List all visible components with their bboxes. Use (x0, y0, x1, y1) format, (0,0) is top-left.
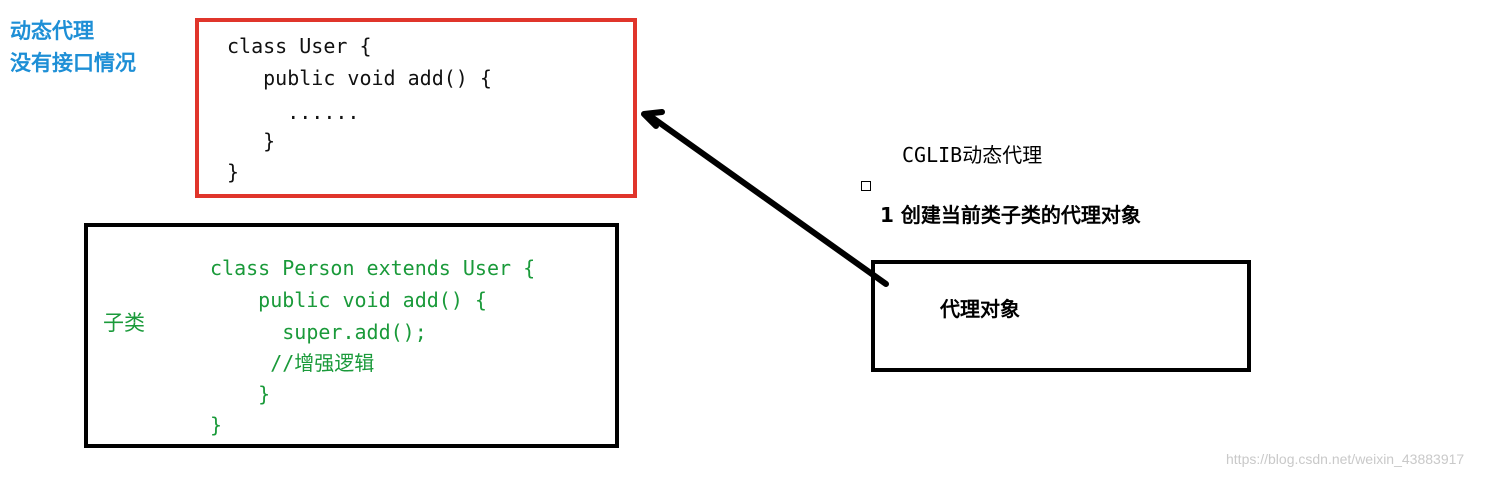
user-class-line-4: } (227, 129, 276, 153)
subclass-label: 子类 (103, 311, 145, 335)
proxy-object-box (871, 260, 1251, 372)
small-square-marker (861, 181, 871, 191)
cglib-title: CGLIB动态代理 (902, 143, 1043, 167)
user-class-line-3: ...... (227, 100, 360, 124)
heading-line-1: 动态代理 (10, 19, 94, 43)
user-class-line-2: public void add() { (227, 66, 492, 90)
subclass-line-1: class Person extends User { (210, 256, 536, 280)
subclass-line-2: public void add() { (210, 288, 487, 312)
user-class-line-1: class User { (227, 34, 372, 58)
user-class-box (195, 18, 637, 198)
subclass-line-6: } (210, 413, 223, 437)
arrow-head (641, 109, 665, 129)
user-class-line-5: } (215, 160, 240, 184)
arrow-shaft (647, 113, 889, 287)
subclass-line-4: //增强逻辑 (210, 351, 375, 375)
subclass-line-3: super.add(); (210, 320, 427, 344)
heading-line-2: 没有接口情况 (10, 51, 136, 75)
subclass-line-5: } (210, 382, 271, 406)
watermark: https://blog.csdn.net/weixin_43883917 (1226, 451, 1465, 467)
subclass-box (84, 223, 619, 448)
cglib-step-1: 1 创建当前类子类的代理对象 (880, 203, 1141, 227)
proxy-object-label: 代理对象 (940, 297, 1020, 321)
